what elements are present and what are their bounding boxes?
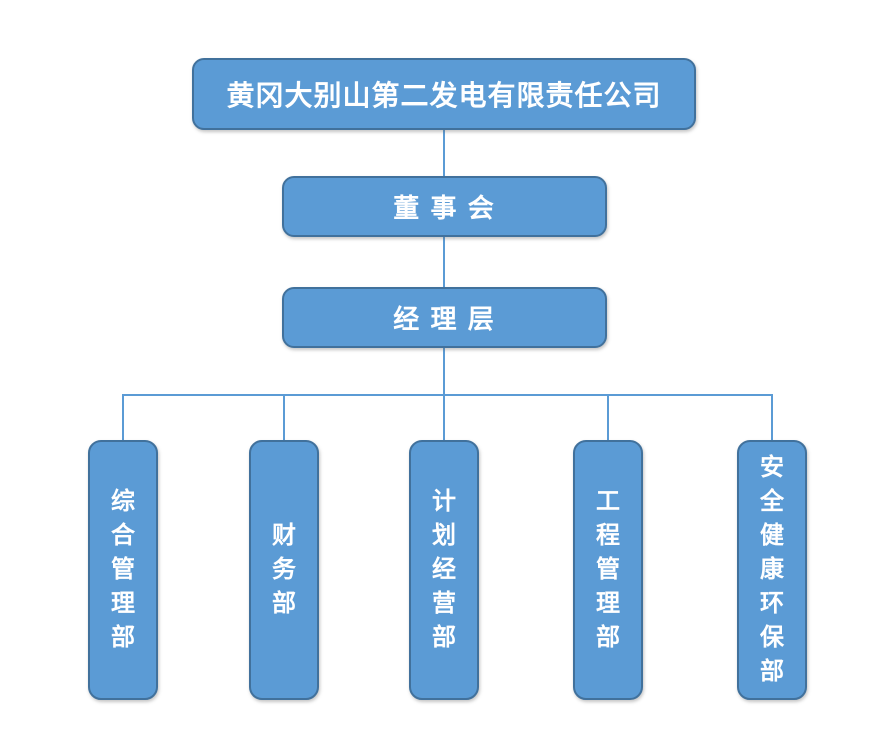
org-node-safety-health-env-dept: 安全健康环保部	[737, 440, 807, 700]
org-node-engineering-mgmt-dept-label: 工程管理部	[596, 488, 620, 651]
org-node-engineering-mgmt-dept: 工程管理部	[573, 440, 643, 700]
org-node-general-admin-dept-label: 综合管理部	[111, 488, 135, 651]
org-node-finance-dept: 财务部	[249, 440, 319, 700]
org-node-planning-operations-dept: 计划经营部	[409, 440, 479, 700]
org-node-finance-dept-label: 财务部	[272, 522, 296, 617]
org-node-planning-operations-dept-label: 计划经营部	[432, 488, 456, 651]
org-node-management-label: 经 理 层	[393, 304, 496, 334]
org-node-board-label: 董 事 会	[393, 193, 496, 223]
org-node-safety-health-env-dept-label: 安全健康环保部	[760, 454, 784, 685]
org-node-board: 董 事 会	[282, 176, 607, 237]
org-node-company-label: 黄冈大别山第二发电有限责任公司	[226, 80, 662, 111]
org-node-company: 黄冈大别山第二发电有限责任公司	[192, 58, 696, 130]
org-node-general-admin-dept: 综合管理部	[88, 440, 158, 700]
org-node-management: 经 理 层	[282, 287, 607, 348]
